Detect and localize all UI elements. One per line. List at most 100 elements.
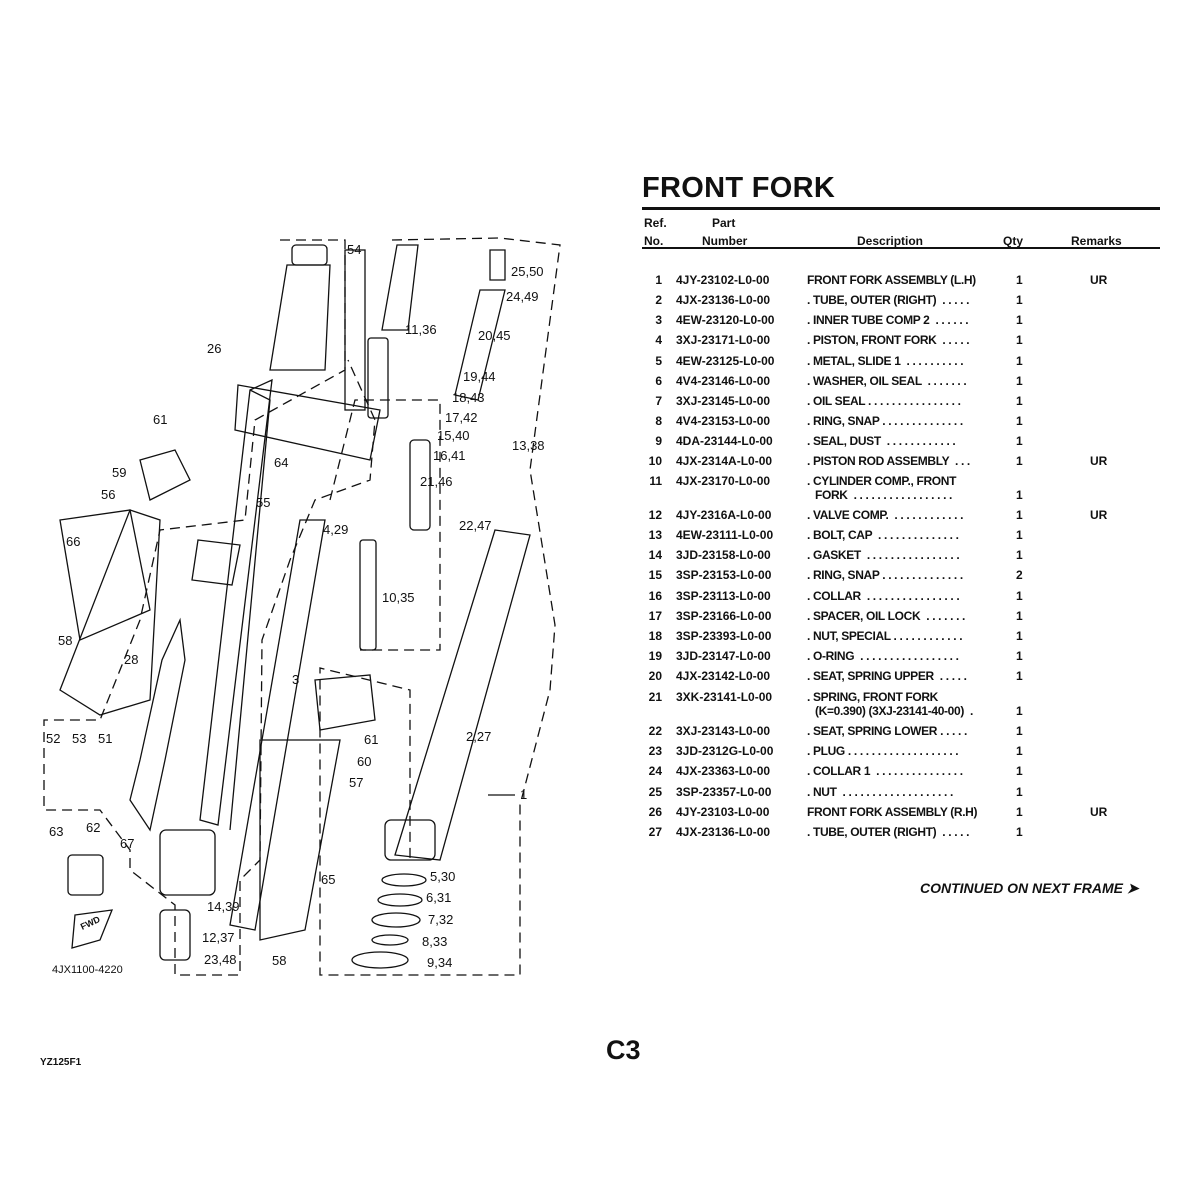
ref-no: 23 xyxy=(648,744,662,758)
description-line: . NUT, SPECIAL . . . . . . . . . . . . xyxy=(807,629,963,643)
exploded-parts-diagram xyxy=(43,237,561,976)
quantity: 1 xyxy=(1016,704,1023,718)
part-number: 3XJ-23145-L0-00 xyxy=(676,394,771,408)
callout: 51 xyxy=(98,731,113,746)
part-number: 4DA-23144-L0-00 xyxy=(676,434,773,448)
part-number: 4JX-23142-L0-00 xyxy=(676,669,771,683)
callout: 17,42 xyxy=(445,410,478,425)
callout: 61 xyxy=(153,412,168,427)
callout: 59 xyxy=(112,465,127,480)
ref-no: 3 xyxy=(655,313,662,327)
description-line: . GASKET . . . . . . . . . . . . . . . . xyxy=(807,548,960,562)
remarks: UR xyxy=(1090,805,1108,819)
ref-no: 19 xyxy=(648,649,662,663)
quantity: 1 xyxy=(1016,488,1023,502)
part-number: 4EW-23125-L0-00 xyxy=(676,354,775,368)
ref-no: 11 xyxy=(649,474,662,488)
description-line: FRONT FORK ASSEMBLY (R.H) xyxy=(807,805,978,819)
callout: 22,47 xyxy=(459,518,492,533)
description: . PISTON, FRONT FORK . . . . . xyxy=(807,333,970,347)
description: . GASKET . . . . . . . . . . . . . . . . xyxy=(807,548,960,562)
description: . SEAT, SPRING LOWER . . . . . xyxy=(807,724,967,738)
quantity: 1 xyxy=(1016,669,1023,683)
description-line: FRONT FORK ASSEMBLY (L.H) xyxy=(807,273,976,287)
callout: 12,37 xyxy=(202,930,235,945)
table-row: 10 4JX-2314A-L0-00 . PISTON ROD ASSEMBLY .… xyxy=(642,454,1162,474)
ref-no: 2 xyxy=(655,293,662,307)
callout: 11,36 xyxy=(405,322,437,337)
callout: 62 xyxy=(86,820,101,835)
description: . INNER TUBE COMP 2 . . . . . . xyxy=(807,313,969,327)
remarks: UR xyxy=(1090,454,1108,468)
callout: 14,39 xyxy=(207,899,240,914)
description: FRONT FORK ASSEMBLY (L.H) xyxy=(807,273,976,287)
part-number: 4JY-23102-L0-00 xyxy=(676,273,770,287)
part-number: 3SP-23393-L0-00 xyxy=(676,629,772,643)
description: . SPACER, OIL LOCK . . . . . . . xyxy=(807,609,965,623)
callout: 55 xyxy=(256,495,271,510)
callout: 54 xyxy=(347,242,362,257)
description-line: . WASHER, OIL SEAL . . . . . . . xyxy=(807,374,967,388)
header-part: Part xyxy=(712,216,736,230)
callout: 9,34 xyxy=(427,955,453,970)
callout: 25,50 xyxy=(511,264,544,279)
part-number: 4JX-2314A-L0-00 xyxy=(676,454,773,468)
header-rule xyxy=(642,247,1160,249)
description-line: . PISTON, FRONT FORK . . . . . xyxy=(807,333,970,347)
description: . COLLAR 1 . . . . . . . . . . . . . . . xyxy=(807,764,963,778)
description: . METAL, SLIDE 1 . . . . . . . . . . xyxy=(807,354,964,368)
ref-no: 6 xyxy=(655,374,662,388)
header-no: No. xyxy=(644,234,664,248)
part-number: 4EW-23120-L0-00 xyxy=(676,313,775,327)
callout: 21,46 xyxy=(420,474,453,489)
description-line: . SEAL, DUST . . . . . . . . . . . . xyxy=(807,434,956,448)
quantity: 1 xyxy=(1016,805,1023,819)
part-number: 3SP-23357-L0-00 xyxy=(676,785,772,799)
description-line: . CYLINDER COMP., FRONT xyxy=(807,474,957,488)
ref-no: 10 xyxy=(648,454,662,468)
quantity: 1 xyxy=(1016,649,1023,663)
quantity: 1 xyxy=(1016,508,1023,522)
callout: 63 xyxy=(49,824,64,839)
part-number: 4V4-23146-L0-00 xyxy=(676,374,771,388)
title-rule xyxy=(642,207,1160,210)
ref-no: 9 xyxy=(655,434,662,448)
description-line-2: (K=0.390) (3XJ-23141-40-00) . xyxy=(815,704,973,718)
callout: 4,29 xyxy=(323,522,349,537)
description-line: . PISTON ROD ASSEMBLY . . . xyxy=(807,454,970,468)
description: . PISTON ROD ASSEMBLY . . . xyxy=(807,454,970,468)
callout: 1 xyxy=(520,787,528,802)
quantity: 1 xyxy=(1016,744,1023,758)
part-number: 3XJ-23143-L0-00 xyxy=(676,724,771,738)
ref-no: 17 xyxy=(648,609,662,623)
quantity: 1 xyxy=(1016,629,1023,643)
part-number: 3XJ-23171-L0-00 xyxy=(676,333,771,347)
assembly-boundaries xyxy=(43,237,561,976)
ref-no: 8 xyxy=(655,414,662,428)
quantity: 1 xyxy=(1016,293,1023,307)
table-row: 6 4V4-23146-L0-00 . WASHER, OIL SEAL . . .… xyxy=(642,374,1162,394)
header-description: Description xyxy=(857,234,924,248)
description-line: . VALVE COMP. . . . . . . . . . . . . xyxy=(807,508,964,522)
part-number: 3SP-23113-L0-00 xyxy=(676,589,771,603)
callout: 67 xyxy=(120,836,135,851)
page-number: C3 xyxy=(606,1035,641,1065)
description-line-2: FORK . . . . . . . . . . . . . . . . . xyxy=(815,488,953,502)
description: . TUBE, OUTER (RIGHT) . . . . . xyxy=(807,293,969,307)
ref-no: 15 xyxy=(648,568,662,582)
callout: 18,43 xyxy=(452,390,485,405)
callout: 56 xyxy=(101,487,116,502)
figure-number: 4JX1100-4220 xyxy=(52,964,123,976)
description: . SEAL, DUST . . . . . . . . . . . . xyxy=(807,434,956,448)
callout: 8,33 xyxy=(422,934,448,949)
